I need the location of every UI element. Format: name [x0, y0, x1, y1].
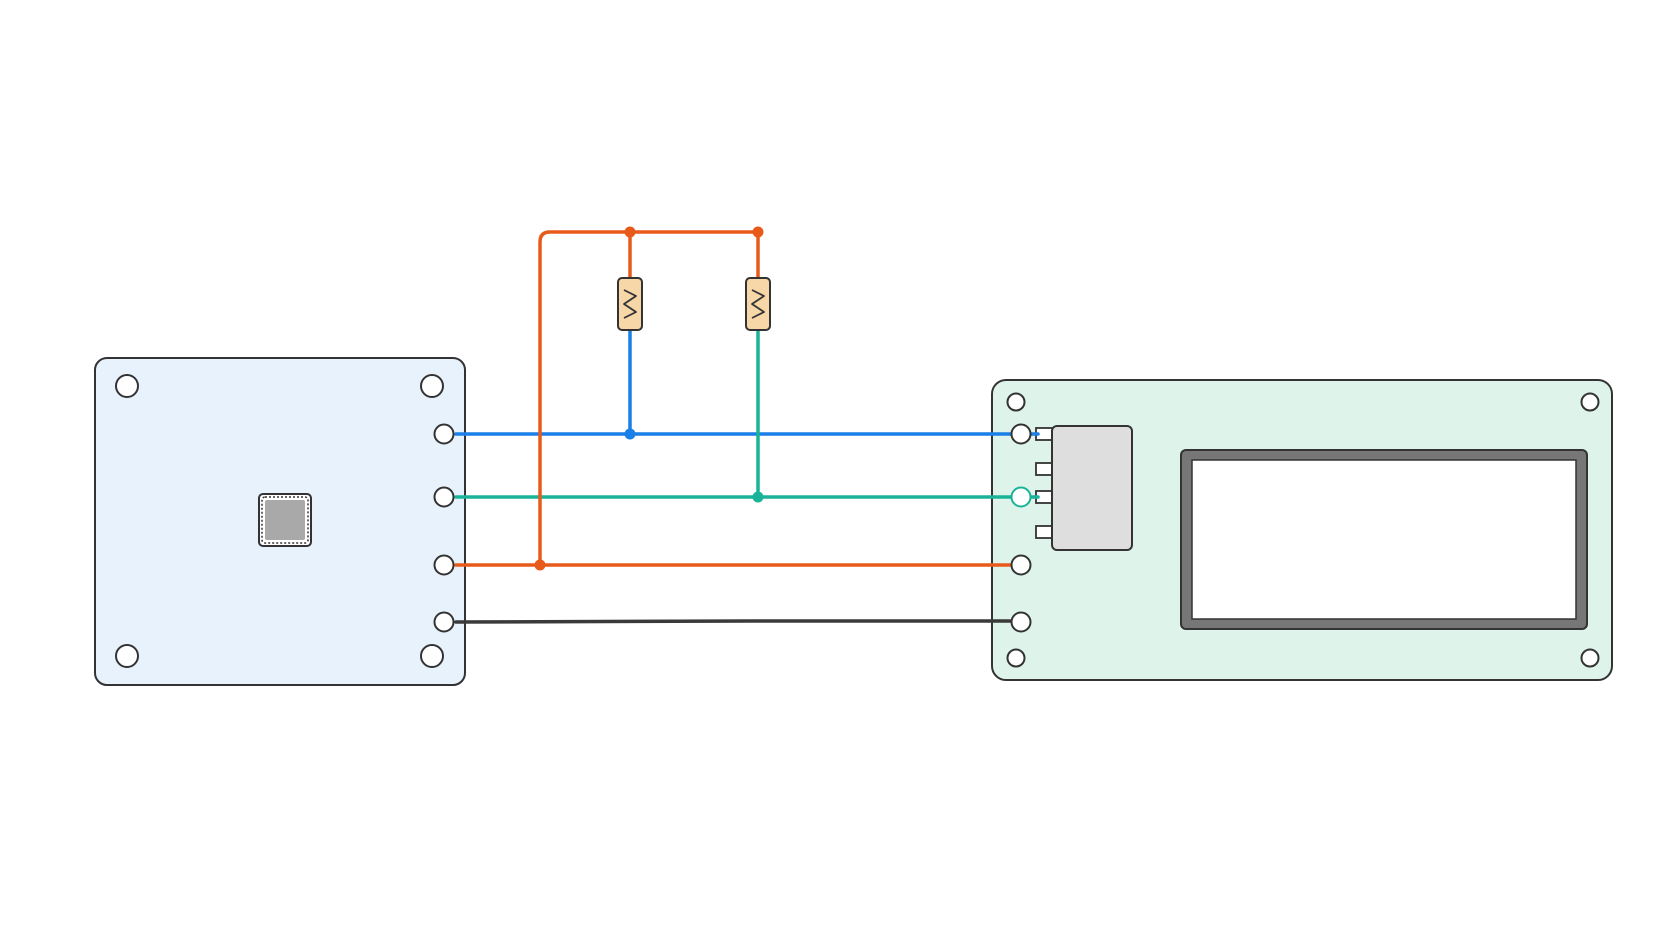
chip-pins-icon: [261, 496, 309, 544]
display-pins: [1010, 423, 1032, 633]
mounting-hole-icon: [420, 644, 444, 668]
microcontroller-board: [94, 357, 466, 686]
mcu-pin-scl: [433, 486, 455, 508]
pull-up-resistor-sda: [617, 277, 643, 331]
pin-header-icon: [1051, 425, 1133, 551]
display-pin-scl: [1010, 486, 1032, 508]
junction-dot-vcc: [624, 226, 636, 238]
display-module: [991, 379, 1613, 681]
pull-up-resistor-scl: [745, 277, 771, 331]
mounting-hole-icon: [1580, 392, 1600, 412]
chip-core: [265, 500, 305, 540]
mcu-pin-gnd: [433, 611, 455, 633]
display-pin-gnd: [1010, 611, 1032, 633]
mcu-pins: [433, 423, 455, 633]
mounting-hole-icon: [1006, 648, 1026, 668]
mounting-hole-icon: [420, 374, 444, 398]
mounting-hole-icon: [1006, 392, 1026, 412]
display-header-connector: [1035, 425, 1133, 551]
resistor-zigzag: [623, 289, 637, 319]
mcu-pin-sda: [433, 423, 455, 445]
mounting-hole-icon: [115, 374, 139, 398]
junctions: [534, 226, 764, 571]
resistor-icon: [745, 277, 771, 331]
junction-dot-sda: [624, 428, 636, 440]
mcu-chip: [258, 493, 312, 547]
wire-gnd: [454, 619, 1012, 624]
display-pin-sda: [1010, 423, 1032, 445]
mounting-hole-icon: [115, 644, 139, 668]
resistor-zigzag: [751, 289, 765, 319]
wires: [454, 230, 1040, 624]
display-pin-vcc: [1010, 554, 1032, 576]
lcd-screen: [1191, 459, 1577, 620]
wire-vcc-pullup-rail: [538, 230, 760, 567]
resistor-icon: [617, 277, 643, 331]
junction-dot-vcc: [534, 559, 546, 571]
junction-dot-vcc: [752, 226, 764, 238]
mounting-hole-icon: [1580, 648, 1600, 668]
junction-dot-scl: [752, 491, 764, 503]
mcu-pin-vcc: [433, 554, 455, 576]
